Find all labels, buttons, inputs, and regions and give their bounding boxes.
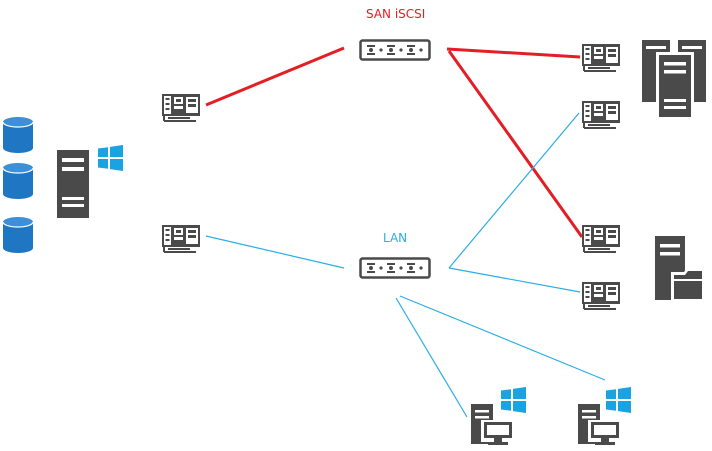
windows-logo-icon — [501, 387, 526, 413]
windows-server — [57, 145, 123, 218]
lan-link-workstation-1 — [395, 297, 468, 418]
network-card-icon — [581, 224, 621, 253]
database-cylinder-icon — [2, 116, 34, 154]
database-cylinder-icon — [2, 162, 34, 200]
lan-link-server — [205, 235, 345, 269]
san-link-fileserver — [447, 50, 584, 238]
network-card-icon — [581, 281, 621, 310]
lan-link-workstation-2 — [399, 295, 606, 381]
network-switch-icon — [359, 39, 431, 61]
network-card-icon — [161, 224, 201, 253]
database-cylinder-icon — [2, 216, 34, 254]
san-link-cluster — [446, 47, 581, 59]
windows-logo-icon — [98, 145, 123, 171]
network-switch-icon — [359, 257, 431, 279]
lan-link-fileserver — [448, 267, 581, 293]
file-server-icon — [655, 236, 705, 302]
network-card-icon — [581, 100, 621, 129]
network-card-icon — [581, 43, 621, 72]
san-link-server — [205, 46, 345, 107]
lan-link-cluster — [448, 112, 580, 269]
link-layer — [205, 46, 606, 418]
lan-label: LAN — [383, 231, 408, 245]
server-cluster-icon — [642, 40, 706, 120]
windows-logo-icon — [606, 387, 631, 413]
workstation-2 — [578, 387, 631, 445]
workstation-1 — [471, 387, 526, 445]
san-label: SAN iSCSI — [366, 7, 426, 21]
network-card-icon — [161, 93, 201, 122]
